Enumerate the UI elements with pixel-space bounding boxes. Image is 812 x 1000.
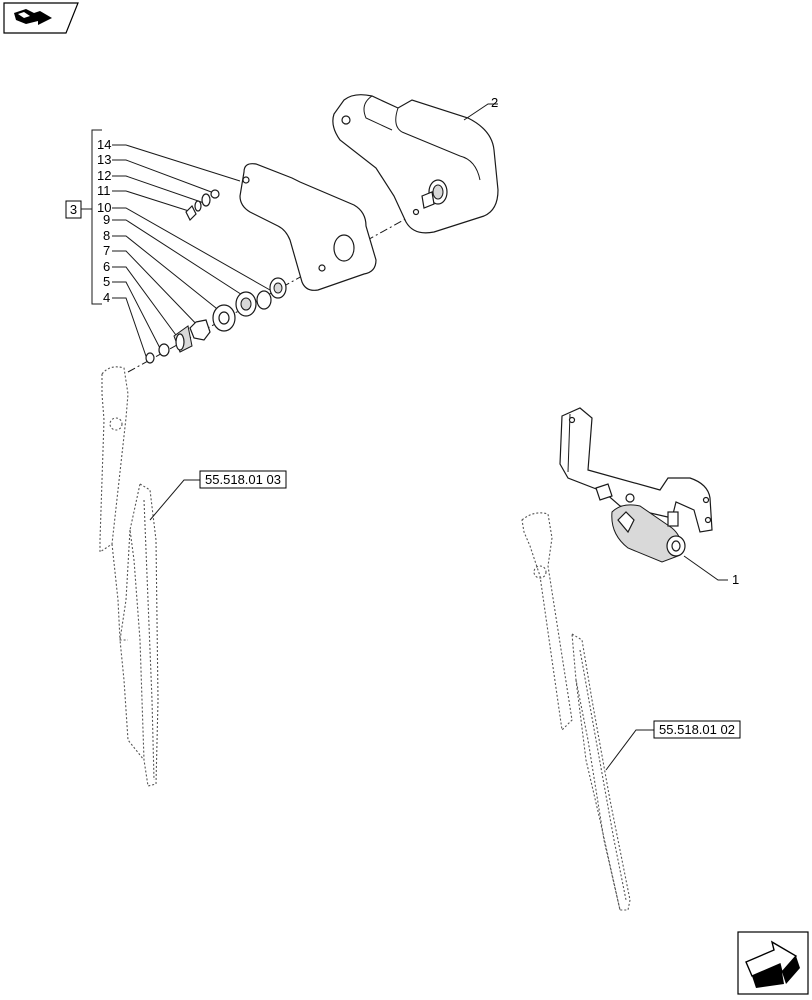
callout-14: 14 <box>97 137 111 152</box>
callout-13: 13 <box>97 152 111 167</box>
callout-2-group: 2 <box>463 95 498 121</box>
callout-group-bracket: 3 <box>65 129 102 305</box>
callout-11: 11 <box>97 183 111 198</box>
callout-1: 1 <box>732 572 739 587</box>
left-wiper-reference: 55.518.01 03 <box>149 470 287 521</box>
callout-9: 9 <box>103 212 110 227</box>
callout-10: 10 <box>97 200 111 215</box>
wiper-motor-kit <box>559 407 713 563</box>
callout-1-group: 1 <box>683 555 739 587</box>
callout-12: 12 <box>97 168 111 183</box>
right-wiper-arm <box>521 512 573 732</box>
right-wiper-blade <box>571 632 631 911</box>
next-page-arrow-icon[interactable] <box>737 931 809 995</box>
callout-4: 4 <box>103 290 110 305</box>
callout-6: 6 <box>103 259 110 274</box>
hardware-stack <box>145 189 287 364</box>
callout-8: 8 <box>103 228 110 243</box>
reference-55-518-01-02[interactable]: 55.518.01 02 <box>659 722 735 737</box>
reference-55-518-01-03[interactable]: 55.518.01 03 <box>205 472 281 487</box>
callout-2: 2 <box>491 95 498 110</box>
left-wiper-arm <box>99 366 129 641</box>
wiper-motor-assembly <box>332 94 499 234</box>
item-callouts: 14 13 12 11 10 9 8 7 6 5 4 <box>97 137 111 305</box>
callout-5: 5 <box>103 274 110 289</box>
back-arrow-icon[interactable] <box>3 2 79 34</box>
mounting-plate <box>239 163 377 291</box>
left-wiper-blade <box>119 483 159 787</box>
leader-lines <box>112 144 271 363</box>
right-wiper-reference: 55.518.01 02 <box>605 720 741 771</box>
callout-7: 7 <box>103 243 110 258</box>
callout-3: 3 <box>70 202 77 217</box>
